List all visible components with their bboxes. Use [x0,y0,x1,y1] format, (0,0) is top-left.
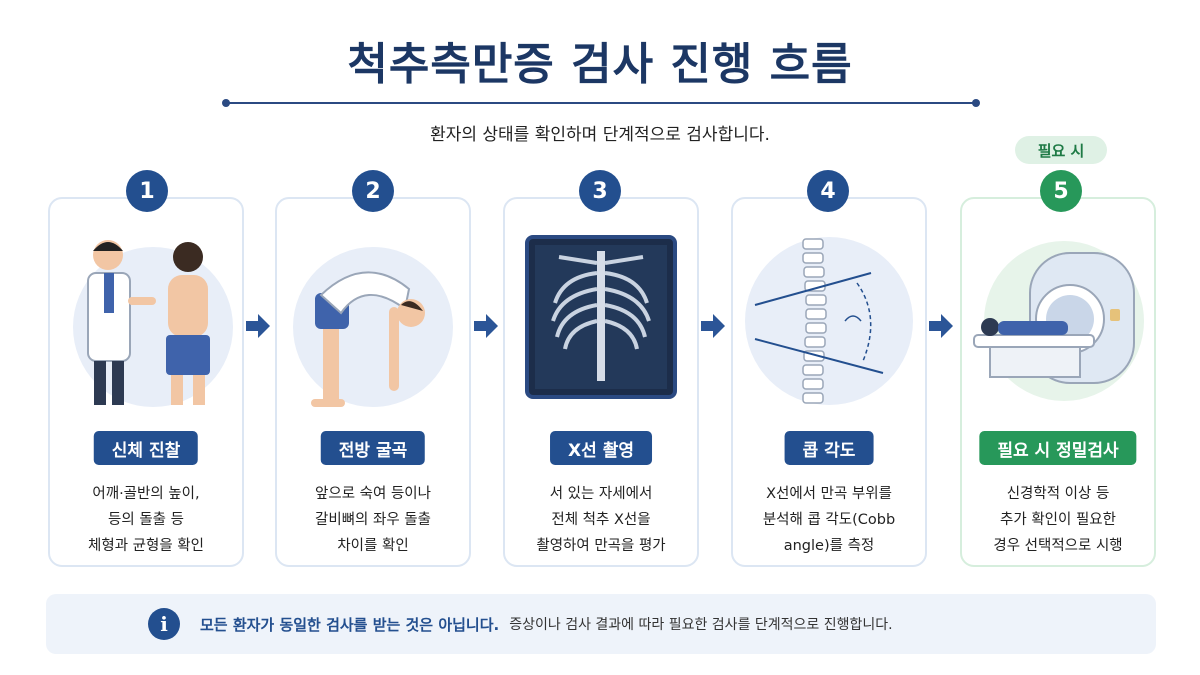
notice-strong-text: 모든 환자가 동일한 검사를 받는 것은 아닙니다. [200,615,500,634]
step-card-5: 필요 시 정밀검사 신경학적 이상 등 추가 확인이 필요한 경우 선택적으로 … [960,197,1156,567]
notice-normal-text: 증상이나 검사 결과에 따라 필요한 검사를 단계적으로 진행합니다. [509,617,893,633]
step-number-5: 5 [1040,170,1082,212]
step-description-1: 어깨·골반의 높이, 등의 돌출 등 체형과 균형을 확인 [88,486,204,554]
step-card-3: X선 촬영 서 있는 자세에서 전체 척추 X선을 촬영하여 만곡을 평가 [503,197,699,567]
forward-bend-test-illustration [285,217,461,417]
notice-banner: i 모든 환자가 동일한 검사를 받는 것은 아닙니다. 증상이나 검사 결과에… [46,594,1156,654]
step-label-2: 전방 굴곡 [320,431,426,465]
step-description-3: 서 있는 자세에서 전체 척추 X선을 촬영하여 만곡을 평가 [536,486,666,554]
step-label-3: X선 촬영 [550,431,652,465]
step-description-2: 앞으로 숙여 등이나 갈비뼈의 좌우 돌출 차이를 확인 [315,486,431,554]
title-divider [222,99,980,107]
arrow-right-icon [474,314,498,338]
step-number-4: 4 [807,170,849,212]
step-description-4: X선에서 만곡 부위를 분석해 콥 각도(Cobb angle)를 측정 [762,486,896,554]
arrow-right-icon [246,314,270,338]
cobb-angle-spine-illustration [741,217,917,417]
step-number-1: 1 [126,170,168,212]
arrow-right-icon [701,314,725,338]
step-number-2: 2 [352,170,394,212]
page-title: 척추측만증 검사 진행 흐름 [347,39,853,90]
arrow-right-icon [929,314,953,338]
step-description-5: 신경학적 이상 등 추가 확인이 필요한 경우 선택적으로 시행 [993,486,1123,554]
step-number-3: 3 [579,170,621,212]
page-subtitle: 환자의 상태를 확인하며 단계적으로 검사합니다. [430,125,770,145]
step-label-5: 필요 시 정밀검사 [979,431,1137,465]
info-icon: i [148,608,180,640]
chest-spine-xray-illustration [513,217,689,417]
optional-badge: 필요 시 [1015,136,1107,164]
step-card-2: 전방 굴곡 앞으로 숙여 등이나 갈비뼈의 좌우 돌출 차이를 확인 [275,197,471,567]
step-card-1: 신체 진찰 어깨·골반의 높이, 등의 돌출 등 체형과 균형을 확인 [48,197,244,567]
step-label-4: 콥 각도 [784,431,874,465]
mri-scanner-illustration [970,217,1146,417]
doctor-examining-patient-illustration [58,217,234,417]
step-card-4: 콥 각도 X선에서 만곡 부위를 분석해 콥 각도(Cobb angle)를 측… [731,197,927,567]
step-label-1: 신체 진찰 [93,431,199,465]
